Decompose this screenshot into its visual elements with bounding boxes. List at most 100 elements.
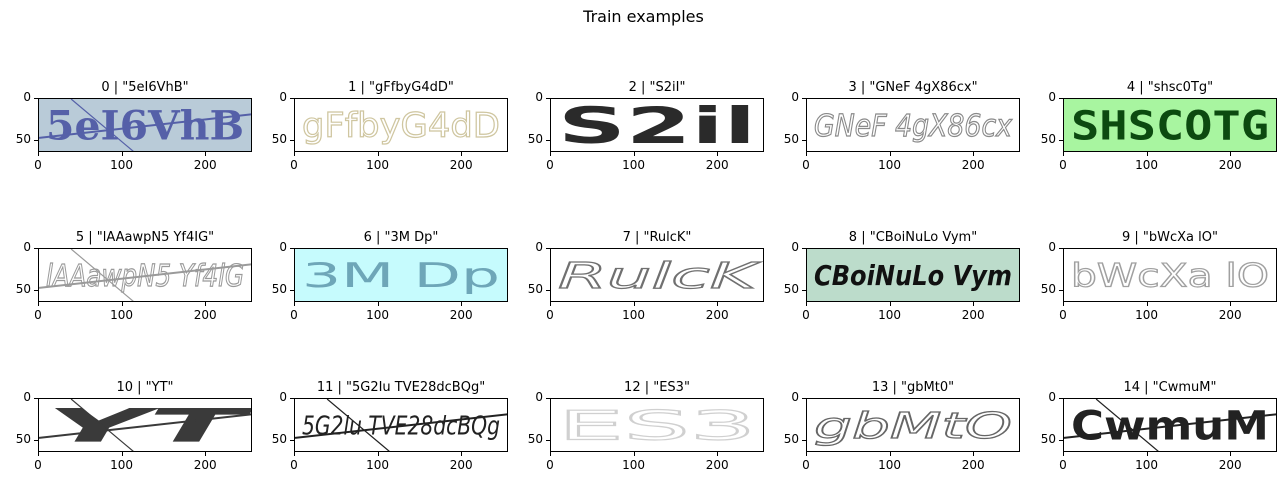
y-tick-label: 0 xyxy=(791,240,799,254)
x-tick-mark xyxy=(121,452,123,456)
x-tick-label: 200 xyxy=(1218,308,1242,322)
x-tick-mark xyxy=(889,152,891,156)
x-tick-label: 0 xyxy=(290,308,298,322)
x-tick-label: 100 xyxy=(1135,158,1159,172)
captcha-text: SHSCOTG xyxy=(1071,103,1269,149)
y-tick-label: 50 xyxy=(15,282,31,297)
panel-title: 7 | "RulcK" xyxy=(622,230,692,245)
x-tick-label: 0 xyxy=(1059,308,1067,322)
x-tick-mark xyxy=(889,452,891,456)
y-tick-label: 50 xyxy=(783,432,799,447)
y-tick-label: 0 xyxy=(23,390,31,404)
x-tick-label: 200 xyxy=(705,458,729,472)
x-tick-label: 0 xyxy=(1059,458,1067,472)
y-tick-mark xyxy=(34,440,38,442)
x-tick-mark xyxy=(633,302,635,306)
x-tick-label: 0 xyxy=(546,458,554,472)
panel-title: 11 | "5G2Iu TVE28dcBQg" xyxy=(316,380,486,395)
x-tick-label: 0 xyxy=(34,158,42,172)
x-tick-mark xyxy=(377,152,379,156)
captcha-panel: 10 | "YT"YT0500100200 xyxy=(16,380,288,480)
x-tick-mark xyxy=(633,152,635,156)
panel-title: 1 | "gFfbyG4dD" xyxy=(348,80,454,95)
panel-title: 6 | "3M Dp" xyxy=(363,230,439,245)
x-tick-label: 200 xyxy=(961,308,985,322)
x-tick-label: 0 xyxy=(290,458,298,472)
y-tick-label: 50 xyxy=(271,432,287,447)
captcha-panel: 5 | "lAAawpN5 Yf4IG"lAAawpN5 Yf4lG050010… xyxy=(16,230,288,330)
x-tick-mark xyxy=(633,452,635,456)
captcha-image: GNeF 4gX86cx xyxy=(806,98,1020,152)
noise-line xyxy=(39,263,251,289)
captcha-image: RulcK xyxy=(550,248,764,302)
captcha-text: S2il xyxy=(558,99,756,151)
x-tick-label: 0 xyxy=(546,308,554,322)
y-tick-label: 0 xyxy=(279,240,287,254)
x-tick-label: 0 xyxy=(1059,158,1067,172)
x-tick-mark xyxy=(294,152,295,156)
x-tick-mark xyxy=(38,452,39,456)
x-tick-label: 200 xyxy=(193,158,217,172)
captcha-image: lAAawpN5 Yf4lG xyxy=(38,248,252,302)
x-tick-label: 0 xyxy=(802,158,810,172)
y-tick-mark xyxy=(802,248,806,249)
y-tick-label: 50 xyxy=(1040,282,1056,297)
x-tick-mark xyxy=(1230,152,1232,156)
captcha-text: GNeF 4gX86cx xyxy=(814,109,1012,144)
captcha-image: 5G2lu TVE28dcBQg xyxy=(294,398,508,452)
captcha-panel: 14 | "CwmuM"CwmuM0500100200 xyxy=(1041,380,1287,480)
y-tick-mark xyxy=(290,290,294,292)
x-tick-mark xyxy=(1146,302,1148,306)
captcha-text: 3M Dp xyxy=(302,256,500,296)
panel-title: 9 | "bWcXa lO" xyxy=(1122,230,1218,245)
x-tick-mark xyxy=(205,152,207,156)
x-tick-mark xyxy=(717,452,719,456)
x-tick-mark xyxy=(806,152,807,156)
captcha-text: CBoiNuLo Vym xyxy=(814,259,1012,292)
noise-line xyxy=(39,113,251,139)
y-tick-mark xyxy=(802,440,806,442)
x-tick-mark xyxy=(121,152,123,156)
x-tick-mark xyxy=(294,302,295,306)
x-tick-mark xyxy=(461,452,463,456)
x-tick-label: 200 xyxy=(449,308,473,322)
x-tick-mark xyxy=(1146,452,1148,456)
captcha-image: gFfbyG4dD xyxy=(294,98,508,152)
x-tick-mark xyxy=(38,152,39,156)
y-tick-mark xyxy=(290,140,294,142)
y-tick-label: 0 xyxy=(279,90,287,104)
panel-title: 0 | "5eI6VhB" xyxy=(101,80,189,95)
captcha-panel: 0 | "5eI6VhB"5eI6VhB0500100200 xyxy=(16,80,288,180)
captcha-image: S2il xyxy=(550,98,764,152)
x-tick-mark xyxy=(1230,302,1232,306)
y-tick-mark xyxy=(34,290,38,292)
x-tick-label: 200 xyxy=(705,158,729,172)
x-tick-label: 100 xyxy=(622,158,646,172)
x-tick-label: 100 xyxy=(622,308,646,322)
y-tick-label: 50 xyxy=(1040,432,1056,447)
x-tick-mark xyxy=(121,302,123,306)
y-tick-label: 50 xyxy=(527,282,543,297)
noise-line xyxy=(326,399,390,451)
y-tick-label: 0 xyxy=(535,90,543,104)
y-tick-label: 50 xyxy=(15,132,31,147)
x-tick-label: 100 xyxy=(110,308,134,322)
y-tick-mark xyxy=(290,248,294,249)
panel-title: 13 | "gbMt0" xyxy=(871,380,955,395)
y-tick-mark xyxy=(546,398,550,399)
captcha-panel: 11 | "5G2Iu TVE28dcBQg" 5G2lu TVE28dcBQg 0… xyxy=(272,380,544,480)
y-tick-label: 0 xyxy=(535,240,543,254)
panel-title: 14 | "CwmuM" xyxy=(1123,380,1217,395)
y-tick-label: 50 xyxy=(15,432,31,447)
x-tick-label: 100 xyxy=(1135,308,1159,322)
y-tick-label: 0 xyxy=(23,90,31,104)
x-tick-label: 100 xyxy=(110,158,134,172)
y-tick-label: 50 xyxy=(271,282,287,297)
x-tick-label: 100 xyxy=(878,158,902,172)
x-tick-label: 100 xyxy=(878,308,902,322)
